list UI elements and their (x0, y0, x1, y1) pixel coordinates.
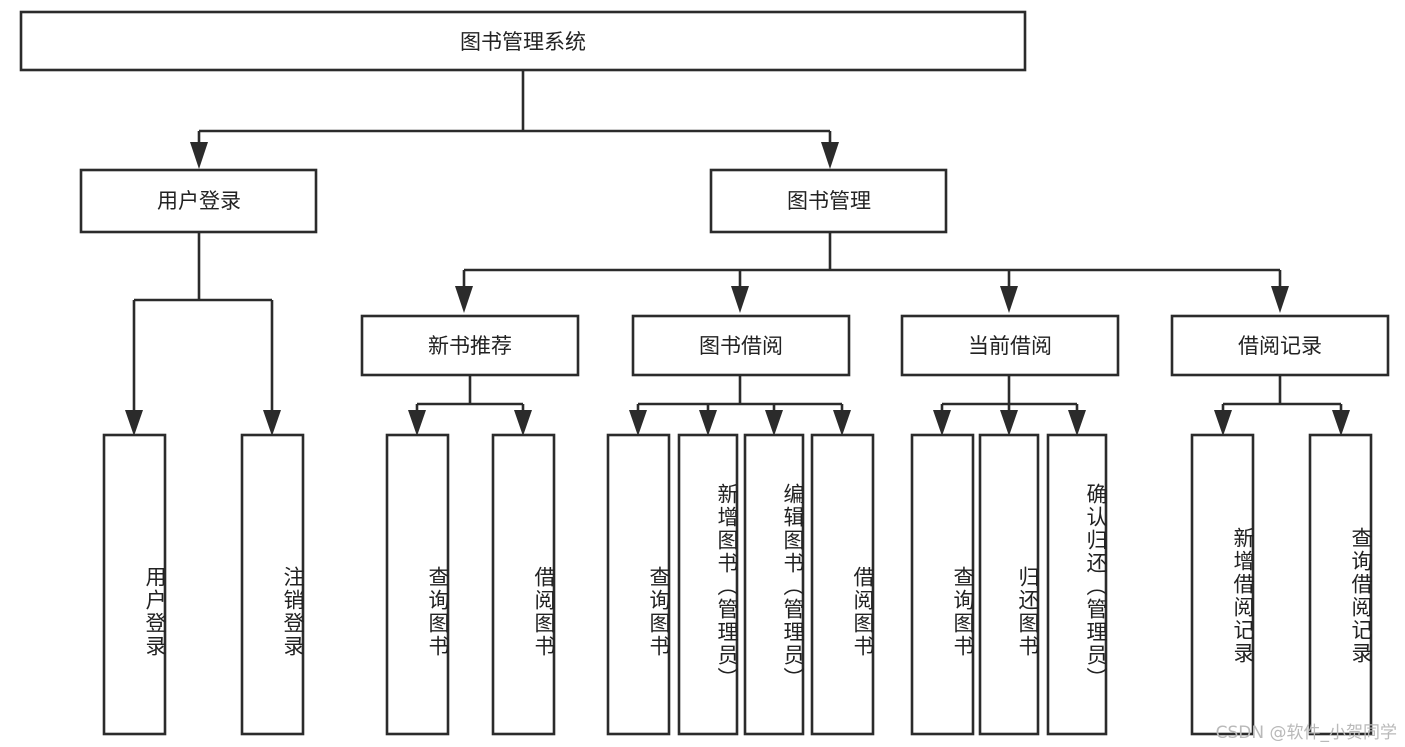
node-root-label: 图书管理系统 (460, 30, 586, 54)
node-root[interactable]: 图书管理系统 (19, 10, 1027, 72)
connector-group-new-book-recommend-to-leaves (408, 375, 532, 436)
node-current-borrow-box[interactable] (900, 314, 1120, 377)
leaf-user-login-box[interactable] (102, 433, 167, 736)
leaf-query-books-current-box[interactable] (910, 433, 975, 736)
connector-group-borrow-record-to-leaves (1214, 375, 1350, 436)
arrowhead-leaf-borrow-book (833, 410, 851, 436)
node-user-login[interactable]: 用户登录 (79, 168, 318, 234)
connector-group-current-borrow-to-leaves (933, 375, 1086, 436)
leaf-return-book-box[interactable] (978, 433, 1040, 736)
node-user-login-box[interactable] (79, 168, 318, 234)
arrowhead-leaf-query-borrow-record (1332, 410, 1350, 436)
leaf-edit-book-admin-box[interactable] (743, 433, 805, 736)
connector-group-book-management-to-level3 (455, 232, 1289, 313)
csdn-watermark: CSDN @软件_小贺同学 (1215, 723, 1397, 743)
arrowhead-leaf-edit-book-admin (765, 410, 783, 436)
leaf-borrow-book-box[interactable] (810, 433, 875, 736)
arrowhead-leaf-borrow-books-rec (514, 410, 532, 436)
node-new-book-recommend[interactable]: 新书推荐 (360, 314, 580, 377)
leaf-logout-login-box[interactable] (240, 433, 305, 736)
leaf-confirm-return-admin-box[interactable] (1046, 433, 1108, 736)
arrowhead-leaf-logout-login (263, 410, 281, 436)
arrowhead-leaf-add-borrow-record (1214, 410, 1232, 436)
node-new-book-recommend-box[interactable] (360, 314, 580, 377)
node-book-borrow-label: 图书借阅 (699, 334, 783, 358)
leaf-boxes (102, 433, 1373, 736)
node-current-borrow-label: 当前借阅 (968, 334, 1052, 358)
arrowhead-leaf-user-login (125, 410, 143, 436)
arrowhead-leaf-query-books-rec (408, 410, 426, 436)
arrowhead-borrow-record (1271, 286, 1289, 313)
arrowhead-user-login (190, 142, 208, 169)
node-book-management-box[interactable] (709, 168, 948, 234)
node-root-box[interactable] (19, 10, 1027, 72)
arrowhead-current-borrow (1000, 286, 1018, 313)
node-borrow-record-label: 借阅记录 (1238, 334, 1322, 358)
node-borrow-record-box[interactable] (1170, 314, 1390, 377)
arrowhead-new-book-recommend (455, 286, 473, 313)
leaf-query-books-rec-box[interactable] (385, 433, 450, 736)
leaf-add-book-admin-box[interactable] (677, 433, 739, 736)
node-borrow-record[interactable]: 借阅记录 (1170, 314, 1390, 377)
connector-group-root-to-level2 (190, 70, 839, 169)
connector-group-book-borrow-to-leaves (629, 375, 851, 436)
leaf-add-borrow-record-box[interactable] (1190, 433, 1255, 736)
arrowhead-leaf-query-books-borrow (629, 410, 647, 436)
arrowhead-book-management (821, 142, 839, 169)
leaf-borrow-books-rec-box[interactable] (491, 433, 556, 736)
leaf-query-books-borrow-box[interactable] (606, 433, 671, 736)
node-new-book-recommend-label: 新书推荐 (428, 334, 512, 358)
node-book-management[interactable]: 图书管理 (709, 168, 948, 234)
node-book-management-label: 图书管理 (787, 189, 871, 213)
arrowhead-leaf-confirm-return-admin (1068, 410, 1086, 436)
leaf-query-borrow-record-box[interactable] (1308, 433, 1373, 736)
arrowhead-book-borrow (731, 286, 749, 313)
node-book-borrow-box[interactable] (631, 314, 851, 377)
arrowhead-leaf-return-book (1000, 410, 1018, 436)
node-user-login-label: 用户登录 (157, 189, 241, 213)
arrowhead-leaf-query-books-current (933, 410, 951, 436)
node-book-borrow[interactable]: 图书借阅 (631, 314, 851, 377)
connector-group-user-login-to-leaves (125, 232, 281, 436)
arrowhead-leaf-add-book-admin (699, 410, 717, 436)
node-current-borrow[interactable]: 当前借阅 (900, 314, 1120, 377)
